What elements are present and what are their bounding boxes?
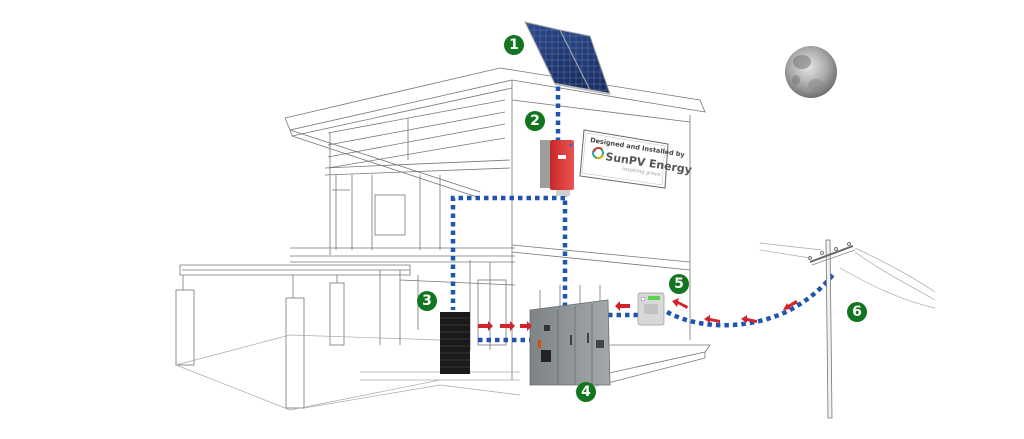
- arrow-left-icon: [741, 315, 757, 323]
- dc-cables: [450, 78, 837, 343]
- arrow-left-icon: [615, 301, 630, 311]
- solar-panels: [524, 21, 611, 95]
- badge-number: 5: [674, 276, 684, 292]
- arrow-left-icon: [783, 300, 798, 310]
- arrow-left-icon: [704, 315, 720, 323]
- energy-meter: [637, 292, 665, 326]
- arrow-left-icon: [672, 298, 688, 309]
- flow-arrows: [478, 298, 798, 331]
- badge-number: 4: [581, 384, 591, 400]
- badge-number: 3: [422, 293, 432, 309]
- badge-number: 1: [509, 37, 519, 53]
- badge-number: 2: [530, 113, 540, 129]
- utility-pole: [759, 239, 936, 419]
- badge-4: 4: [576, 382, 596, 402]
- badge-number: 6: [852, 304, 862, 320]
- badge-1: 1: [504, 35, 524, 55]
- moon-icon: [785, 46, 837, 98]
- arrow-right-icon: [520, 321, 532, 331]
- arrow-right-icon: [478, 321, 493, 331]
- badge-2: 2: [525, 111, 545, 131]
- sunpv-logo-icon: [592, 146, 604, 160]
- badge-6: 6: [847, 302, 867, 322]
- arrow-right-icon: [500, 321, 515, 331]
- badge-3: 3: [417, 291, 437, 311]
- badge-5: 5: [669, 274, 689, 294]
- inverter: [540, 140, 574, 196]
- installer-sign: Designed and Installed by SunPV Energy i…: [579, 129, 693, 189]
- house-drawing: [175, 67, 711, 411]
- switchgear-cabinet: [529, 299, 611, 386]
- battery-stack: [440, 312, 470, 374]
